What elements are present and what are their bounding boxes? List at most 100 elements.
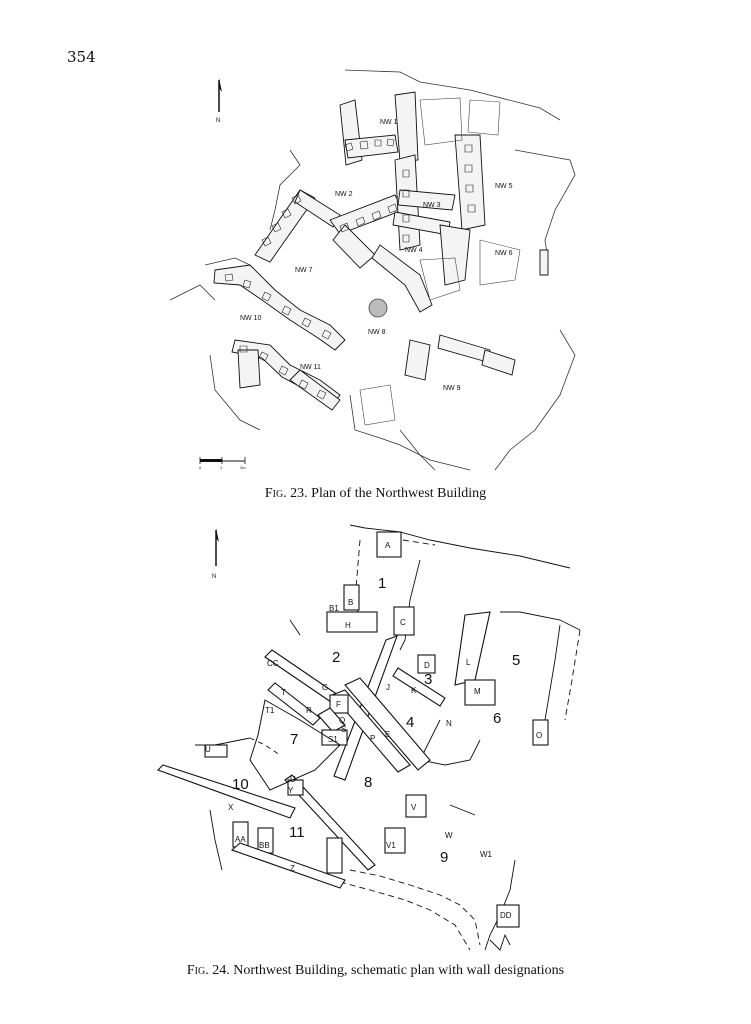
wall-label-t: T [281, 688, 286, 697]
figure-23-caption: Fig. 23. Plan of the Northwest Building [0, 486, 751, 502]
wall-x [157, 764, 296, 819]
wall-label-k: K [411, 686, 417, 695]
wall-l [454, 611, 491, 686]
figure-24-caption: Fig. 24. Northwest Building, schematic p… [0, 963, 751, 979]
figure-23-title: Plan of the Northwest Building [311, 486, 487, 501]
north-arrow-icon: N [212, 528, 219, 580]
wall-label-cc: CC [267, 659, 279, 668]
room-label-nw10: NW 10 [240, 315, 262, 322]
wall-label-f: F [336, 700, 341, 709]
room-number-6: 6 [493, 710, 501, 727]
room-number-10: 10 [232, 776, 249, 793]
wall-h [326, 611, 378, 633]
hearth-feature [368, 298, 388, 318]
wall-label-s: S [341, 725, 346, 734]
room-number-3: 3 [424, 671, 432, 688]
wall-label-y: Y [288, 786, 294, 795]
room-7-outline [249, 699, 341, 791]
wall-label-r: R [306, 706, 312, 715]
room-number-1: 1 [378, 575, 386, 592]
room-numbers: 1 2 3 4 5 6 7 8 9 10 11 [232, 575, 520, 866]
wall-label-w1: W1 [480, 850, 493, 859]
wall-label-u: U [205, 745, 211, 754]
wall-label-bb: BB [259, 841, 270, 850]
wall-label-aa: AA [235, 835, 246, 844]
wall-d [417, 654, 436, 674]
wall-u [204, 744, 228, 758]
scale-bar: 0 1 2m [199, 457, 246, 470]
wall-v1 [384, 827, 406, 854]
slab-lines [359, 97, 521, 426]
wall-label-u2: U [290, 775, 296, 784]
wall-label-q: Q [339, 716, 345, 725]
wall-z-end [326, 837, 343, 874]
north-label: N [212, 574, 216, 580]
room-label-nw4: NW 4 [405, 247, 423, 254]
room-number-11: 11 [289, 824, 305, 841]
wall-o [532, 719, 549, 746]
north-label: N [216, 118, 220, 124]
wall-label-n: N [446, 719, 452, 728]
wall-label-w: W [445, 831, 453, 840]
terrain-outline [169, 69, 576, 471]
scale-label-2m: 2m [240, 465, 246, 470]
room-labels: NW 1 NW 2 NW 3 NW 4 NW 5 NW 6 NW 7 NW 8 … [240, 119, 513, 392]
wall-k [392, 667, 446, 707]
room-label-nw3: NW 3 [423, 202, 441, 209]
northwest-building-plan-drawing: N [169, 69, 576, 471]
figure-24-title: Northwest Building, schematic plan with … [233, 963, 565, 978]
wall-label-m: M [474, 687, 481, 696]
wall-label-j: J [386, 683, 390, 692]
wall-e [344, 677, 431, 771]
room-label-nw6: NW 6 [495, 250, 513, 257]
wall-label-v1: V1 [386, 841, 396, 850]
figure-24-label: Fig. 24. [186, 963, 230, 978]
wall-p [331, 689, 411, 773]
wall-label-x: X [228, 803, 234, 812]
wall-dd [496, 904, 520, 928]
wall-a [376, 531, 402, 558]
wall-v [405, 794, 427, 818]
wall-label-a: A [385, 541, 391, 550]
room-number-7: 7 [290, 731, 298, 748]
figure-23-label: Fig. 23. [264, 486, 308, 501]
room-label-nw5: NW 5 [495, 183, 513, 190]
figure-23-plan: N [0, 60, 751, 480]
schematic-plan-drawing: N [157, 524, 581, 951]
wall-label-s1: S1 [328, 735, 338, 744]
wall-u2 [287, 779, 304, 796]
wall-z [230, 842, 346, 889]
wall-label-h: H [345, 621, 351, 630]
wall-m [464, 679, 496, 706]
room-number-8: 8 [364, 774, 372, 791]
page-number: 354 [67, 48, 96, 66]
room-number-2: 2 [332, 649, 340, 666]
wall-label-v: V [411, 803, 417, 812]
wall-label-t1: T1 [265, 706, 275, 715]
room-number-9: 9 [440, 849, 448, 866]
wall-label-g: G [322, 683, 328, 692]
wall-label-dd: DD [500, 911, 512, 920]
room-label-nw1: NW 1 [380, 119, 398, 126]
room-label-nw9: NW 9 [443, 385, 461, 392]
wall-q [317, 707, 346, 733]
wall-s1 [321, 729, 348, 746]
wall-label-d: D [424, 661, 430, 670]
wall-label-b1: B1 [329, 604, 339, 613]
wall-label-z: Z [290, 864, 295, 873]
wall-label-e: E [385, 730, 390, 739]
scale-label-1: 1 [220, 465, 223, 470]
scale-label-0: 0 [199, 465, 202, 470]
wall-f [329, 694, 349, 714]
wall-b [343, 584, 360, 611]
room-number-4: 4 [406, 714, 414, 731]
wall-c [393, 606, 415, 636]
wall-letters: A B B1 H C CC G D L J K M T T1 R F Q S S… [205, 541, 542, 920]
wall-label-c: C [400, 618, 406, 627]
room-label-nw8: NW 8 [368, 329, 386, 336]
wall-label-l: L [466, 658, 471, 667]
room-number-5: 5 [512, 652, 520, 669]
wall-label-b: B [348, 598, 353, 607]
stone-texture [224, 138, 476, 400]
schematic-walls [157, 531, 549, 928]
